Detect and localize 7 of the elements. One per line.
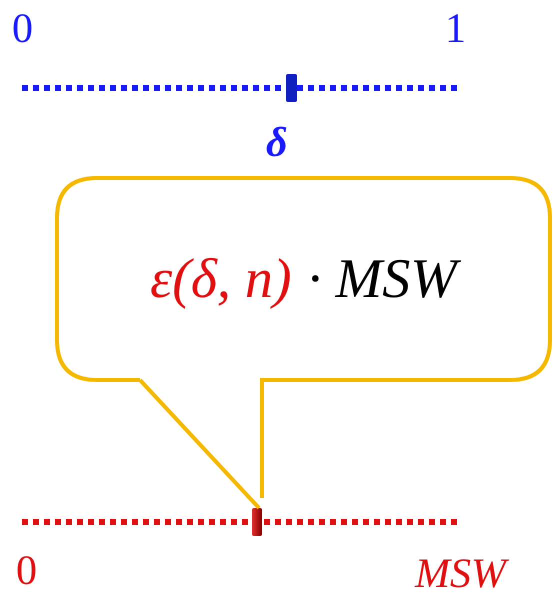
formula-factor: ε(δ, n): [150, 247, 292, 311]
axis-label: 1: [445, 8, 466, 50]
axis-label: 0: [16, 550, 37, 592]
position-marker: [252, 508, 262, 536]
axis-label: 0: [12, 8, 33, 50]
variable-label: δ: [266, 122, 288, 164]
leader-line: [138, 378, 260, 510]
